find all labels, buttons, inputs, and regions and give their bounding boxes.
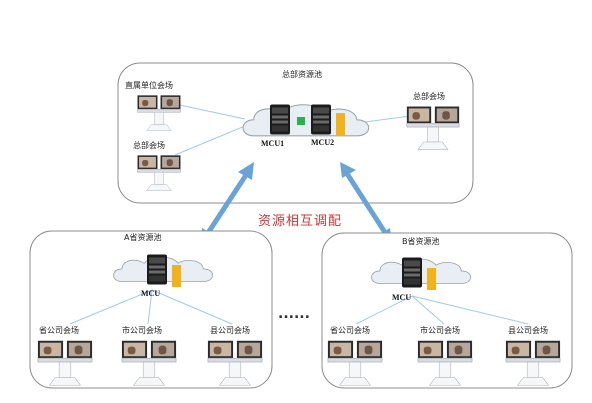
hq-site-left-label: 总部会场 bbox=[133, 140, 165, 150]
hq-mcu2-server bbox=[311, 104, 331, 135]
pool-b-mcu-label: MCU bbox=[392, 293, 411, 302]
hq-mcu2-indicator bbox=[336, 113, 345, 135]
link-cloud-to-hqright bbox=[364, 115, 411, 123]
pool-b-site-city-label: 市公司会场 bbox=[420, 325, 460, 335]
resource-exchange-label: 资源相互调配 bbox=[258, 214, 342, 229]
hq-pool-title: 总部资源池 bbox=[282, 69, 322, 79]
pool-a-mcu-server bbox=[147, 254, 167, 285]
pool-b-mcu-indicator bbox=[427, 268, 436, 290]
link-direct-to-cloud bbox=[174, 103, 246, 120]
ellipsis: ...... bbox=[278, 306, 310, 322]
pool-a-link-county bbox=[151, 289, 233, 325]
pool-a-link-province bbox=[69, 289, 153, 325]
pool-a-link-city bbox=[147, 289, 153, 325]
pool-b: B省资源池 MCU 省公司会场 市公司会场 县公司会场 bbox=[321, 232, 573, 389]
pool-b-link-province bbox=[355, 295, 413, 325]
pool-b-link-city bbox=[411, 295, 445, 325]
hq-pool: 总部资源池 MCU1 MCU2 直属单位会场 总部会场 总部会场 bbox=[117, 62, 474, 204]
hq-mcu1-server bbox=[270, 104, 290, 135]
pool-a: A省资源池 MCU 省公司会场 市公司会场 县公司会场 bbox=[29, 230, 273, 389]
hq-site-right-label: 总部会场 bbox=[413, 91, 445, 101]
pool-a-title: A省资源池 bbox=[124, 232, 161, 242]
pool-b-site-province-label: 省公司会场 bbox=[330, 325, 370, 335]
pool-b-title: B省资源池 bbox=[402, 236, 440, 246]
hq-mcu1-label: MCU1 bbox=[261, 139, 284, 148]
pool-b-mcu-server bbox=[402, 257, 422, 288]
hq-site-direct-label: 直属单位会场 bbox=[125, 80, 173, 90]
pool-a-mcu-label: MCU bbox=[141, 289, 160, 298]
pool-a-site-province-label: 省公司会场 bbox=[39, 325, 79, 335]
link-hqleft-to-cloud bbox=[174, 125, 246, 156]
hq-mcu2-label: MCU2 bbox=[311, 138, 334, 147]
hq-mcu-link-indicator bbox=[297, 117, 305, 125]
pool-a-mcu-indicator bbox=[172, 265, 181, 287]
pool-b-site-county-label: 县公司会场 bbox=[508, 325, 548, 335]
pool-b-link-county bbox=[411, 295, 529, 325]
pool-a-site-county-label: 县公司会场 bbox=[210, 325, 250, 335]
pool-a-site-city-label: 市公司会场 bbox=[122, 325, 162, 335]
